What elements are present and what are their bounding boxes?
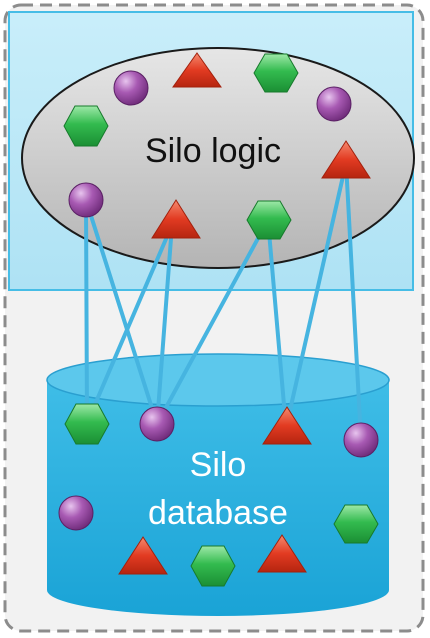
silo-logic-label: Silo logic	[145, 132, 281, 170]
green-hexagon-icon	[64, 403, 110, 445]
purple-circle-icon	[343, 422, 379, 458]
purple-circle-icon	[58, 495, 94, 531]
purple-circle-icon	[68, 182, 104, 218]
connector-line	[266, 218, 288, 430]
green-hexagon-icon	[63, 105, 109, 147]
connector-line	[344, 161, 363, 442]
red-triangle-icon	[262, 406, 312, 445]
purple-circle-icon	[113, 70, 149, 106]
green-hexagon-icon	[253, 53, 299, 93]
logic-shapes	[63, 52, 371, 240]
red-triangle-icon	[257, 534, 307, 573]
silo-logic-ellipse	[21, 47, 415, 269]
silo-database-label-line1: Silo	[190, 446, 247, 484]
connectors	[84, 161, 363, 442]
purple-circle-icon	[316, 86, 352, 122]
connector-line	[84, 198, 159, 426]
red-triangle-icon	[172, 52, 222, 88]
green-hexagon-icon	[333, 504, 379, 544]
green-hexagon-icon	[190, 545, 236, 587]
red-triangle-icon	[118, 536, 168, 575]
connector-line	[155, 218, 270, 426]
connector-line	[284, 161, 348, 430]
connector-line	[155, 223, 174, 426]
red-triangle-icon	[321, 140, 371, 179]
silo-database-label-line2: database	[148, 494, 288, 532]
connector-line	[84, 198, 89, 425]
purple-circle-icon	[139, 406, 175, 442]
connector-line	[85, 223, 174, 425]
database-shapes	[58, 403, 379, 587]
red-triangle-icon	[151, 199, 201, 239]
green-hexagon-icon	[246, 200, 292, 240]
